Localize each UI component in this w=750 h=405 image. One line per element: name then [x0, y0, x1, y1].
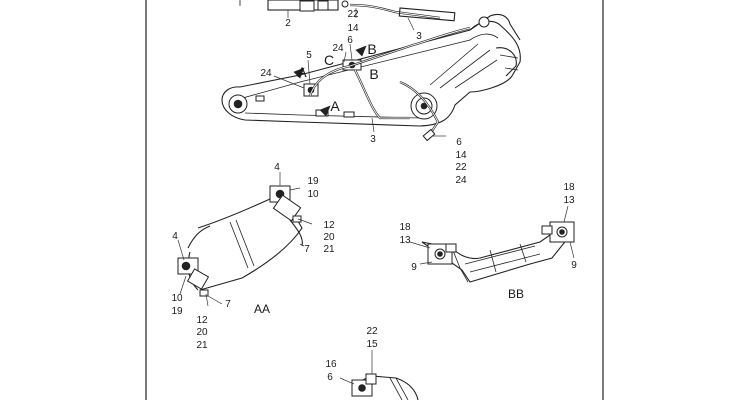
section-arrow-b-upper [355, 45, 367, 57]
callout-24-mid: 24 [332, 43, 344, 54]
callout-7-aa-right: 7 [304, 244, 310, 255]
boom-leader-lines [273, 8, 446, 137]
callout-6-c: 6 [327, 372, 333, 383]
callout-6-bottom: 6 [456, 137, 462, 148]
callout-9-bb-left: 9 [411, 262, 417, 273]
callout-21-aa-right: 21 [323, 244, 335, 255]
callout-12-aa-lower: 12 [196, 315, 208, 326]
clamp-bb-right [541, 221, 575, 243]
callout-9-bb-right: 9 [571, 260, 577, 271]
callout-18-bb-right: 18 [563, 182, 575, 193]
callout-22-top: 22 [347, 9, 359, 20]
section-mark-a-upper: A [297, 64, 307, 80]
detail-c: 22 15 16 6 [325, 326, 419, 401]
detail-bb-caption: BB [508, 287, 524, 301]
callout-20-aa-lower: 20 [196, 327, 208, 338]
callout-24-bottom: 24 [455, 175, 467, 186]
callout-10-aa-upper: 10 [307, 189, 319, 200]
callout-2: 2 [285, 18, 291, 29]
section-arrow-a-lower [319, 105, 331, 117]
callout-24-left: 24 [260, 68, 272, 79]
section-mark-b-lower: B [369, 66, 378, 82]
callout-16-c: 16 [325, 359, 337, 370]
callout-20-aa-right: 20 [323, 232, 335, 243]
detail-bb: 18 13 18 13 9 9 BB [399, 182, 577, 301]
detail-aa: 4 19 10 12 20 21 7 4 10 19 7 12 20 21 AA [171, 162, 335, 351]
callout-19-aa-upper: 19 [307, 176, 319, 187]
section-mark-a-lower: A [330, 98, 340, 114]
boom-arm [221, 13, 521, 142]
callout-5: 5 [306, 50, 312, 61]
callout-18-bb-left: 18 [399, 222, 411, 233]
section-arrow-a-upper [293, 67, 305, 79]
top-fitting-assembly [239, 0, 456, 22]
callout-7-aa-lower: 7 [225, 299, 231, 310]
callout-3-bottom: 3 [370, 134, 376, 145]
callout-13-bb-right: 13 [563, 195, 575, 206]
clamp-aa-upper [269, 185, 303, 247]
clamp-bb-left [427, 243, 457, 265]
callout-22-c: 22 [366, 326, 378, 337]
section-mark-c: C [324, 52, 334, 68]
callout-22-bottom: 22 [455, 162, 467, 173]
callout-4-aa-lower: 4 [172, 231, 178, 242]
boom-view: 2 22 14 3 6 24 5 24 3 6 14 22 24 B B C A… [221, 0, 521, 186]
callout-21-aa-lower: 21 [196, 340, 208, 351]
section-mark-b-upper: B [367, 41, 376, 57]
callout-14-bottom: 14 [455, 150, 467, 161]
callout-12-aa-right: 12 [323, 220, 335, 231]
callout-4-aa-upper: 4 [274, 162, 280, 173]
callout-13-bb-left: 13 [399, 235, 411, 246]
callout-10-aa-lower: 10 [171, 293, 183, 304]
callout-14-top: 14 [347, 23, 359, 34]
callout-19-aa-lower: 19 [171, 306, 183, 317]
callout-3-top: 3 [416, 31, 422, 42]
detail-aa-caption: AA [254, 302, 270, 316]
callout-15-c: 15 [366, 339, 378, 350]
callout-6-mid: 6 [347, 35, 353, 46]
clamp-aa-lower [177, 257, 210, 297]
